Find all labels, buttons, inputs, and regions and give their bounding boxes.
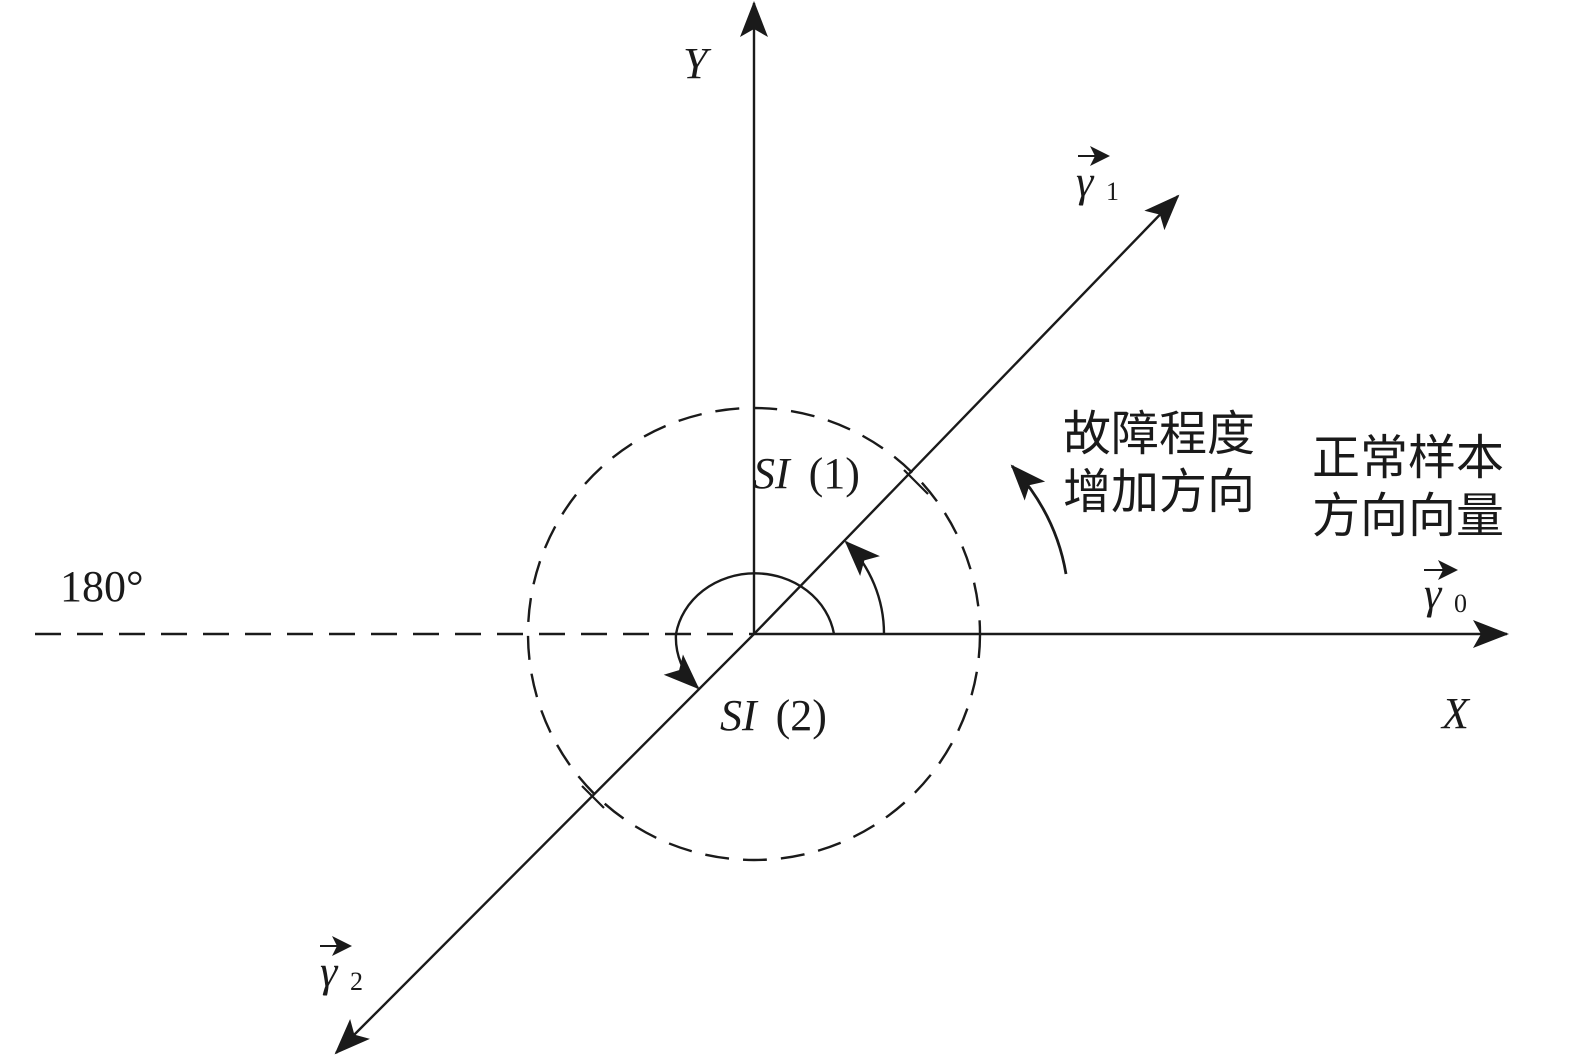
tick-gamma2-circle [581, 785, 605, 809]
angle-arc-si1 [844, 540, 886, 635]
x-axis-label: X [1440, 689, 1471, 738]
vector-gamma1-label: γ 1 [1076, 146, 1119, 206]
tick-gamma1-circle [903, 469, 929, 495]
region-si2-name: SI [720, 691, 759, 740]
fault-direction-arrow [1010, 464, 1068, 575]
vector-gamma0-label: γ 0 [1424, 560, 1467, 618]
normal-vector-text-line1: 正常样本 [1312, 430, 1504, 486]
gamma0-subscript: 0 [1454, 589, 1467, 618]
angle-180-label: 180° [60, 562, 144, 611]
region-si1-name: SI [753, 449, 792, 498]
fault-direction-text-line1: 故障程度 [1063, 406, 1255, 462]
region-si1-index: (1) [809, 449, 860, 498]
gamma2-subscript: 2 [350, 967, 363, 996]
vector-gamma1 [753, 194, 1180, 635]
y-axis-label: Y [683, 39, 712, 88]
vector-gamma2 [334, 633, 755, 1055]
fault-direction-text-line2: 增加方向 [1063, 464, 1255, 520]
gamma2-symbol: γ [320, 947, 339, 996]
region-si2-index: (2) [776, 691, 827, 740]
region-si1-label: SI (1) [753, 449, 860, 498]
gamma1-symbol: γ [1076, 157, 1095, 206]
vector-gamma2-label: γ 2 [320, 936, 363, 996]
region-si2-label: SI (2) [720, 691, 827, 740]
gamma0-symbol: γ [1424, 569, 1443, 618]
angle-arc-si2 [663, 572, 836, 690]
normal-vector-text-line2: 方向向量 [1312, 488, 1504, 544]
gamma1-subscript: 1 [1106, 177, 1119, 206]
